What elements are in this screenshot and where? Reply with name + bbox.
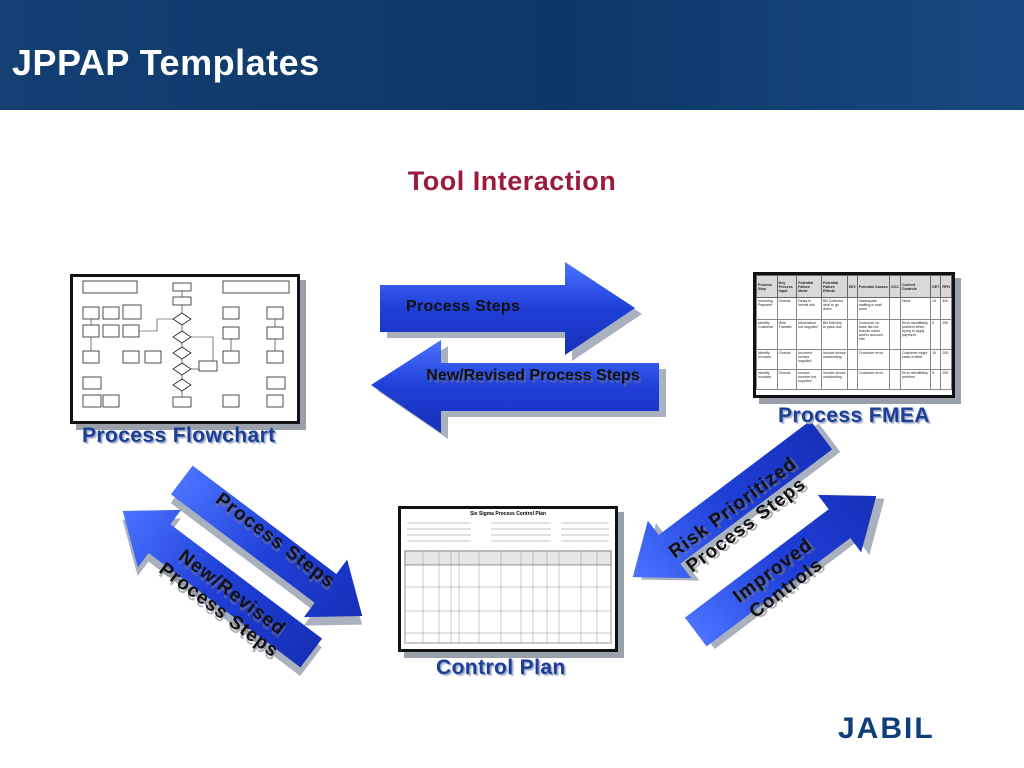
fmea-cell	[888, 369, 901, 390]
fmea-header-cell: Potential Causes	[856, 275, 890, 298]
fmea-header-cell: SEV	[846, 275, 858, 298]
fmea-header-row: Process Step Key Process Input Potential…	[756, 275, 952, 298]
fmea-cell	[846, 297, 858, 320]
fmea-header-cell: OCC	[888, 275, 901, 298]
fmea-cell: Identify Customer	[756, 319, 778, 350]
fmea-cell: Inadequate staffing in mail room	[856, 297, 890, 320]
fmea-cell: Error identifiably problem	[899, 369, 932, 390]
fmea-header-cell: Current Controls	[899, 275, 932, 298]
fmea-cell: Wire Transfer	[776, 319, 798, 350]
fmea-table: Process Step Key Process Input Potential…	[756, 275, 952, 390]
subtitle: Tool Interaction	[407, 166, 617, 196]
fmea-cell: 250	[940, 319, 952, 350]
arrow-right-up	[684, 494, 885, 649]
arrow-left-down	[170, 465, 363, 626]
fmea-cell: Invoice shows outstanding	[821, 369, 848, 390]
control-plan-label: Control Plan	[436, 656, 566, 679]
fmea-cell: Customer error	[856, 369, 890, 390]
fmea-cell: Checks	[776, 297, 798, 320]
fmea-cell: Customer error	[856, 349, 890, 370]
fmea-cell: Bill Collector deal to go down	[821, 297, 848, 320]
arrow-label-process-steps-top: Process Steps	[406, 298, 521, 315]
fmea-header-cell: Potential Failure Effects	[821, 275, 848, 298]
fmea-cell: Incoming Payment	[756, 297, 778, 320]
page-title: JPPAP Templates	[12, 42, 320, 83]
fmea-cell	[846, 369, 858, 390]
fmea-cell: Customer on bank did not include name an…	[856, 319, 890, 350]
fmea-cell: Identify Invoices	[756, 369, 778, 390]
fmea-cell: 250	[940, 349, 952, 370]
fmea-cell: Delay in format info	[796, 297, 822, 320]
fmea-cell: 10	[930, 349, 942, 370]
fmea-cell	[888, 297, 901, 320]
arrow-label-new-revised-top: New/Revised Process Steps	[426, 367, 640, 384]
fmea-cell: 250	[940, 369, 952, 390]
fmea-cell: 5	[930, 369, 942, 390]
control-plan-title: Six Sigma Process Control Plan	[470, 511, 546, 517]
fmea-header-cell: Process Step	[756, 275, 778, 298]
fmea-cell: Identify Invoices	[756, 349, 778, 370]
process-flowchart-label: Process Flowchart	[82, 424, 276, 447]
fmea-cell: Checks	[776, 369, 798, 390]
fmea-header-cell: Key Process Input	[776, 275, 798, 298]
fmea-header-cell: RPN	[940, 275, 952, 298]
fmea-cell: Invoice shows outstanding	[821, 349, 848, 370]
fmea-cell: 5	[930, 319, 942, 350]
fmea-cell: Checks	[776, 349, 798, 370]
arrow-right-down	[632, 420, 841, 581]
fmea-row: Incoming Payment Checks Delay in format …	[756, 297, 952, 320]
process-fmea-label: Process FMEA	[778, 404, 930, 427]
control-plan-sketch	[404, 522, 612, 644]
fmea-cell	[846, 319, 858, 350]
fmea-cell	[888, 319, 901, 350]
fmea-header-cell: Potential Failure Mode	[796, 275, 822, 298]
fmea-cell: Bill Delivery to pass due	[821, 319, 848, 350]
arrow-process-steps-right	[380, 262, 642, 361]
process-flowchart-thumbnail	[70, 274, 300, 424]
jabil-logo: JABIL	[838, 712, 935, 745]
fmea-cell: 490	[940, 297, 952, 320]
fmea-cell	[888, 349, 901, 370]
flowchart-sketch	[82, 280, 290, 408]
title-bar: JPPAP Templates	[0, 0, 1024, 110]
fmea-header-cell: DET	[930, 275, 942, 298]
fmea-cell: 10	[930, 297, 942, 320]
fmea-row: Identify Customer Wire Transfer Informat…	[756, 319, 952, 350]
arrow-new-revised-left	[371, 340, 666, 439]
fmea-cell	[846, 349, 858, 370]
fmea-cell: Information not supplied	[796, 319, 822, 350]
process-fmea-thumbnail: Process Step Key Process Input Potential…	[753, 272, 955, 398]
arrow-left-up	[122, 509, 323, 676]
fmea-cell: Error identifiably problem when trying t…	[899, 319, 932, 350]
control-plan-thumbnail: Six Sigma Process Control Plan	[398, 506, 618, 652]
fmea-cell: Invoice number not supplied	[796, 369, 822, 390]
fmea-row: Identify Invoices Checks Incorrect invoi…	[756, 349, 952, 370]
fmea-cell: Customer might catch a letter	[899, 349, 932, 370]
fmea-cell: Incorrect invoice supplied	[796, 349, 822, 370]
fmea-row: Identify Invoices Checks Invoice number …	[756, 369, 952, 390]
fmea-cell: None	[899, 297, 932, 320]
